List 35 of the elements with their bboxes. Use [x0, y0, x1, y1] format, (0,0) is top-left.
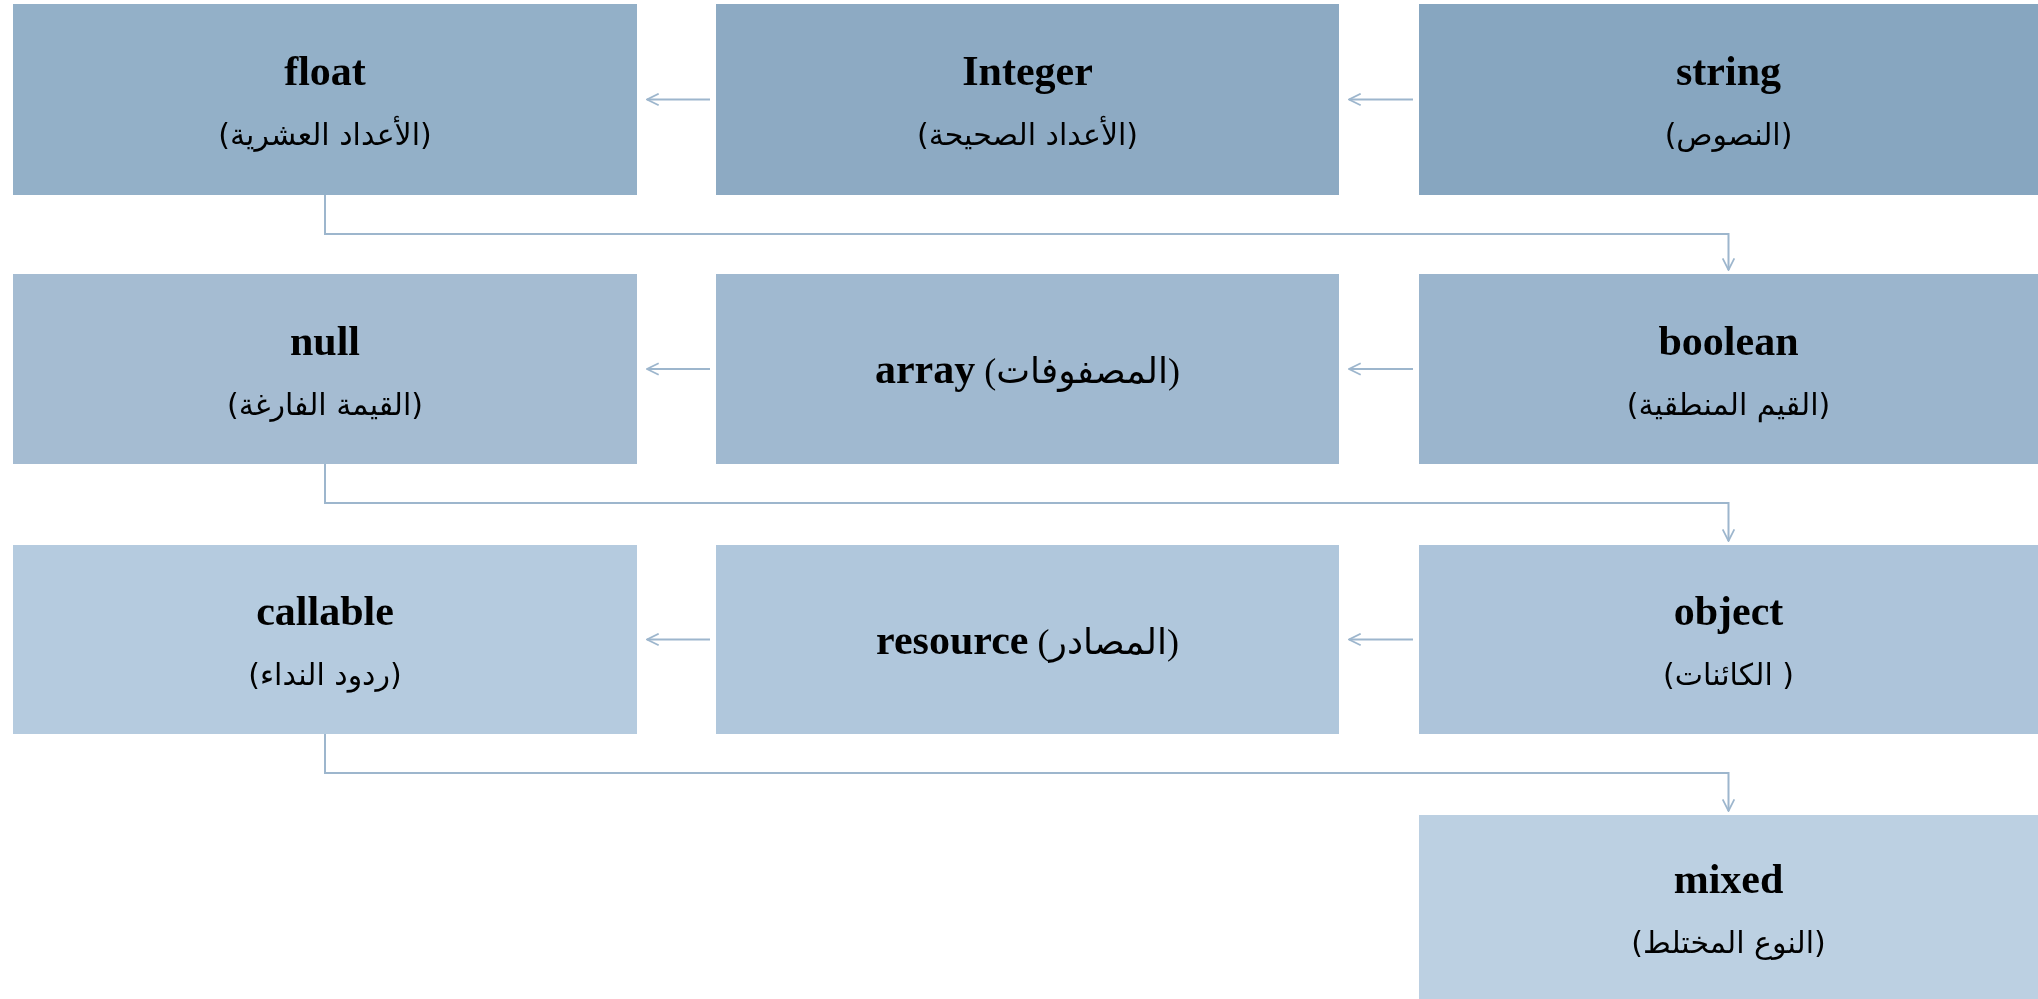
- type-name: boolean: [1658, 316, 1799, 365]
- arrow: [646, 92, 711, 107]
- type-description: (الأعداد الصحيحة): [916, 117, 1139, 152]
- arrow: [1348, 362, 1414, 376]
- arrow: [324, 194, 1736, 271]
- type-name: string: [1676, 47, 1781, 95]
- type-box: [1419, 274, 2038, 464]
- type-name: object: [1673, 587, 1784, 635]
- type-description: (النصوص): [1664, 117, 1793, 152]
- type-box: [716, 545, 1339, 734]
- type-box: [13, 545, 637, 734]
- type-box: [13, 4, 637, 195]
- type-name: float: [284, 47, 366, 95]
- type-description: (ردود النداء): [248, 657, 402, 692]
- type-name: mixed: [1673, 854, 1784, 903]
- type-name: Integer: [962, 47, 1093, 95]
- arrow: [324, 463, 1736, 542]
- type-description: (النوع المختلط): [1631, 924, 1826, 960]
- type-box: [1419, 815, 2038, 999]
- type-box: [716, 4, 1339, 195]
- type-box: [13, 274, 637, 464]
- type-box: [716, 274, 1339, 464]
- type-description: (القيمة الفارغة): [226, 386, 424, 422]
- arrow: [646, 362, 711, 376]
- arrow: [1348, 632, 1414, 647]
- type-name: callable: [256, 587, 394, 635]
- arrow: [1348, 92, 1414, 107]
- type-description: (القيم المنطقية): [1626, 386, 1831, 422]
- type-description: (الكائنات ): [1663, 657, 1794, 692]
- type-description: (الأعداد العشرية): [218, 117, 432, 152]
- type-box: [1419, 545, 2038, 734]
- type-name: null: [289, 316, 361, 365]
- arrow: [646, 632, 711, 647]
- arrow: [324, 733, 1736, 812]
- type-box: [1419, 4, 2038, 195]
